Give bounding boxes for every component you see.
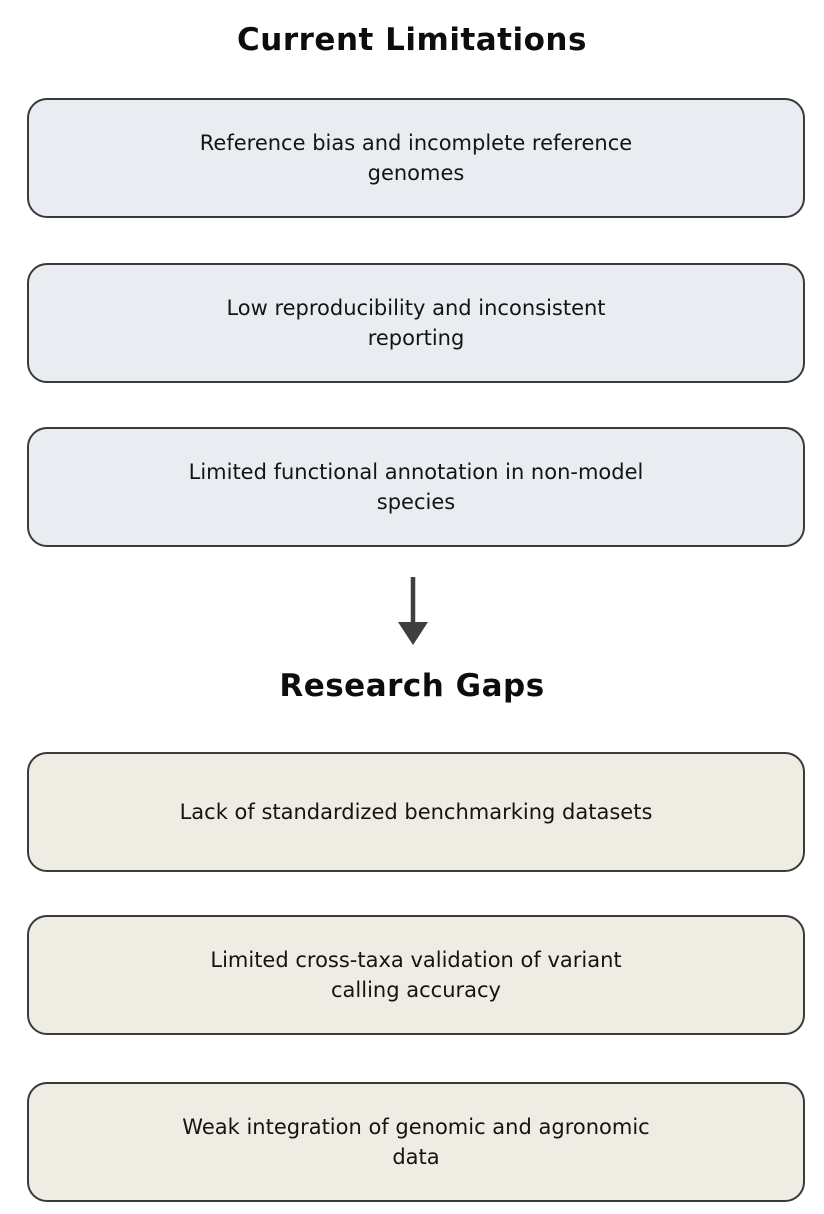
box-text-line: data xyxy=(392,1145,440,1169)
box-text-line: Limited functional annotation in non-mod… xyxy=(188,460,644,484)
limitation-box-reproducibility: Low reproducibility and inconsistent rep… xyxy=(27,263,805,383)
box-text-line: genomes xyxy=(367,161,465,185)
section-title-research-gaps: Research Gaps xyxy=(279,668,545,704)
box-text-line: Reference bias and incomplete reference xyxy=(199,131,633,155)
limitation-box-annotation: Limited functional annotation in non-mod… xyxy=(27,427,805,547)
gap-box-integration: Weak integration of genomic and agronomi… xyxy=(27,1082,805,1202)
box-text-line: Limited cross-taxa validation of variant xyxy=(210,948,622,972)
box-text-line: Lack of standardized benchmarking datase… xyxy=(179,800,653,824)
limitation-box-reference-bias: Reference bias and incomplete reference … xyxy=(27,98,805,218)
box-text-line: Weak integration of genomic and agronomi… xyxy=(182,1115,650,1139)
gap-box-cross-taxa: Limited cross-taxa validation of variant… xyxy=(27,915,805,1035)
box-text-line: Low reproducibility and inconsistent xyxy=(226,296,606,320)
gap-box-benchmarking: Lack of standardized benchmarking datase… xyxy=(27,752,805,872)
box-text-line: calling accuracy xyxy=(331,978,501,1002)
box-text-line: reporting xyxy=(367,326,465,350)
box-text-line: species xyxy=(376,490,456,514)
down-arrow-icon xyxy=(392,575,434,647)
section-title-current-limitations: Current Limitations xyxy=(237,22,587,58)
